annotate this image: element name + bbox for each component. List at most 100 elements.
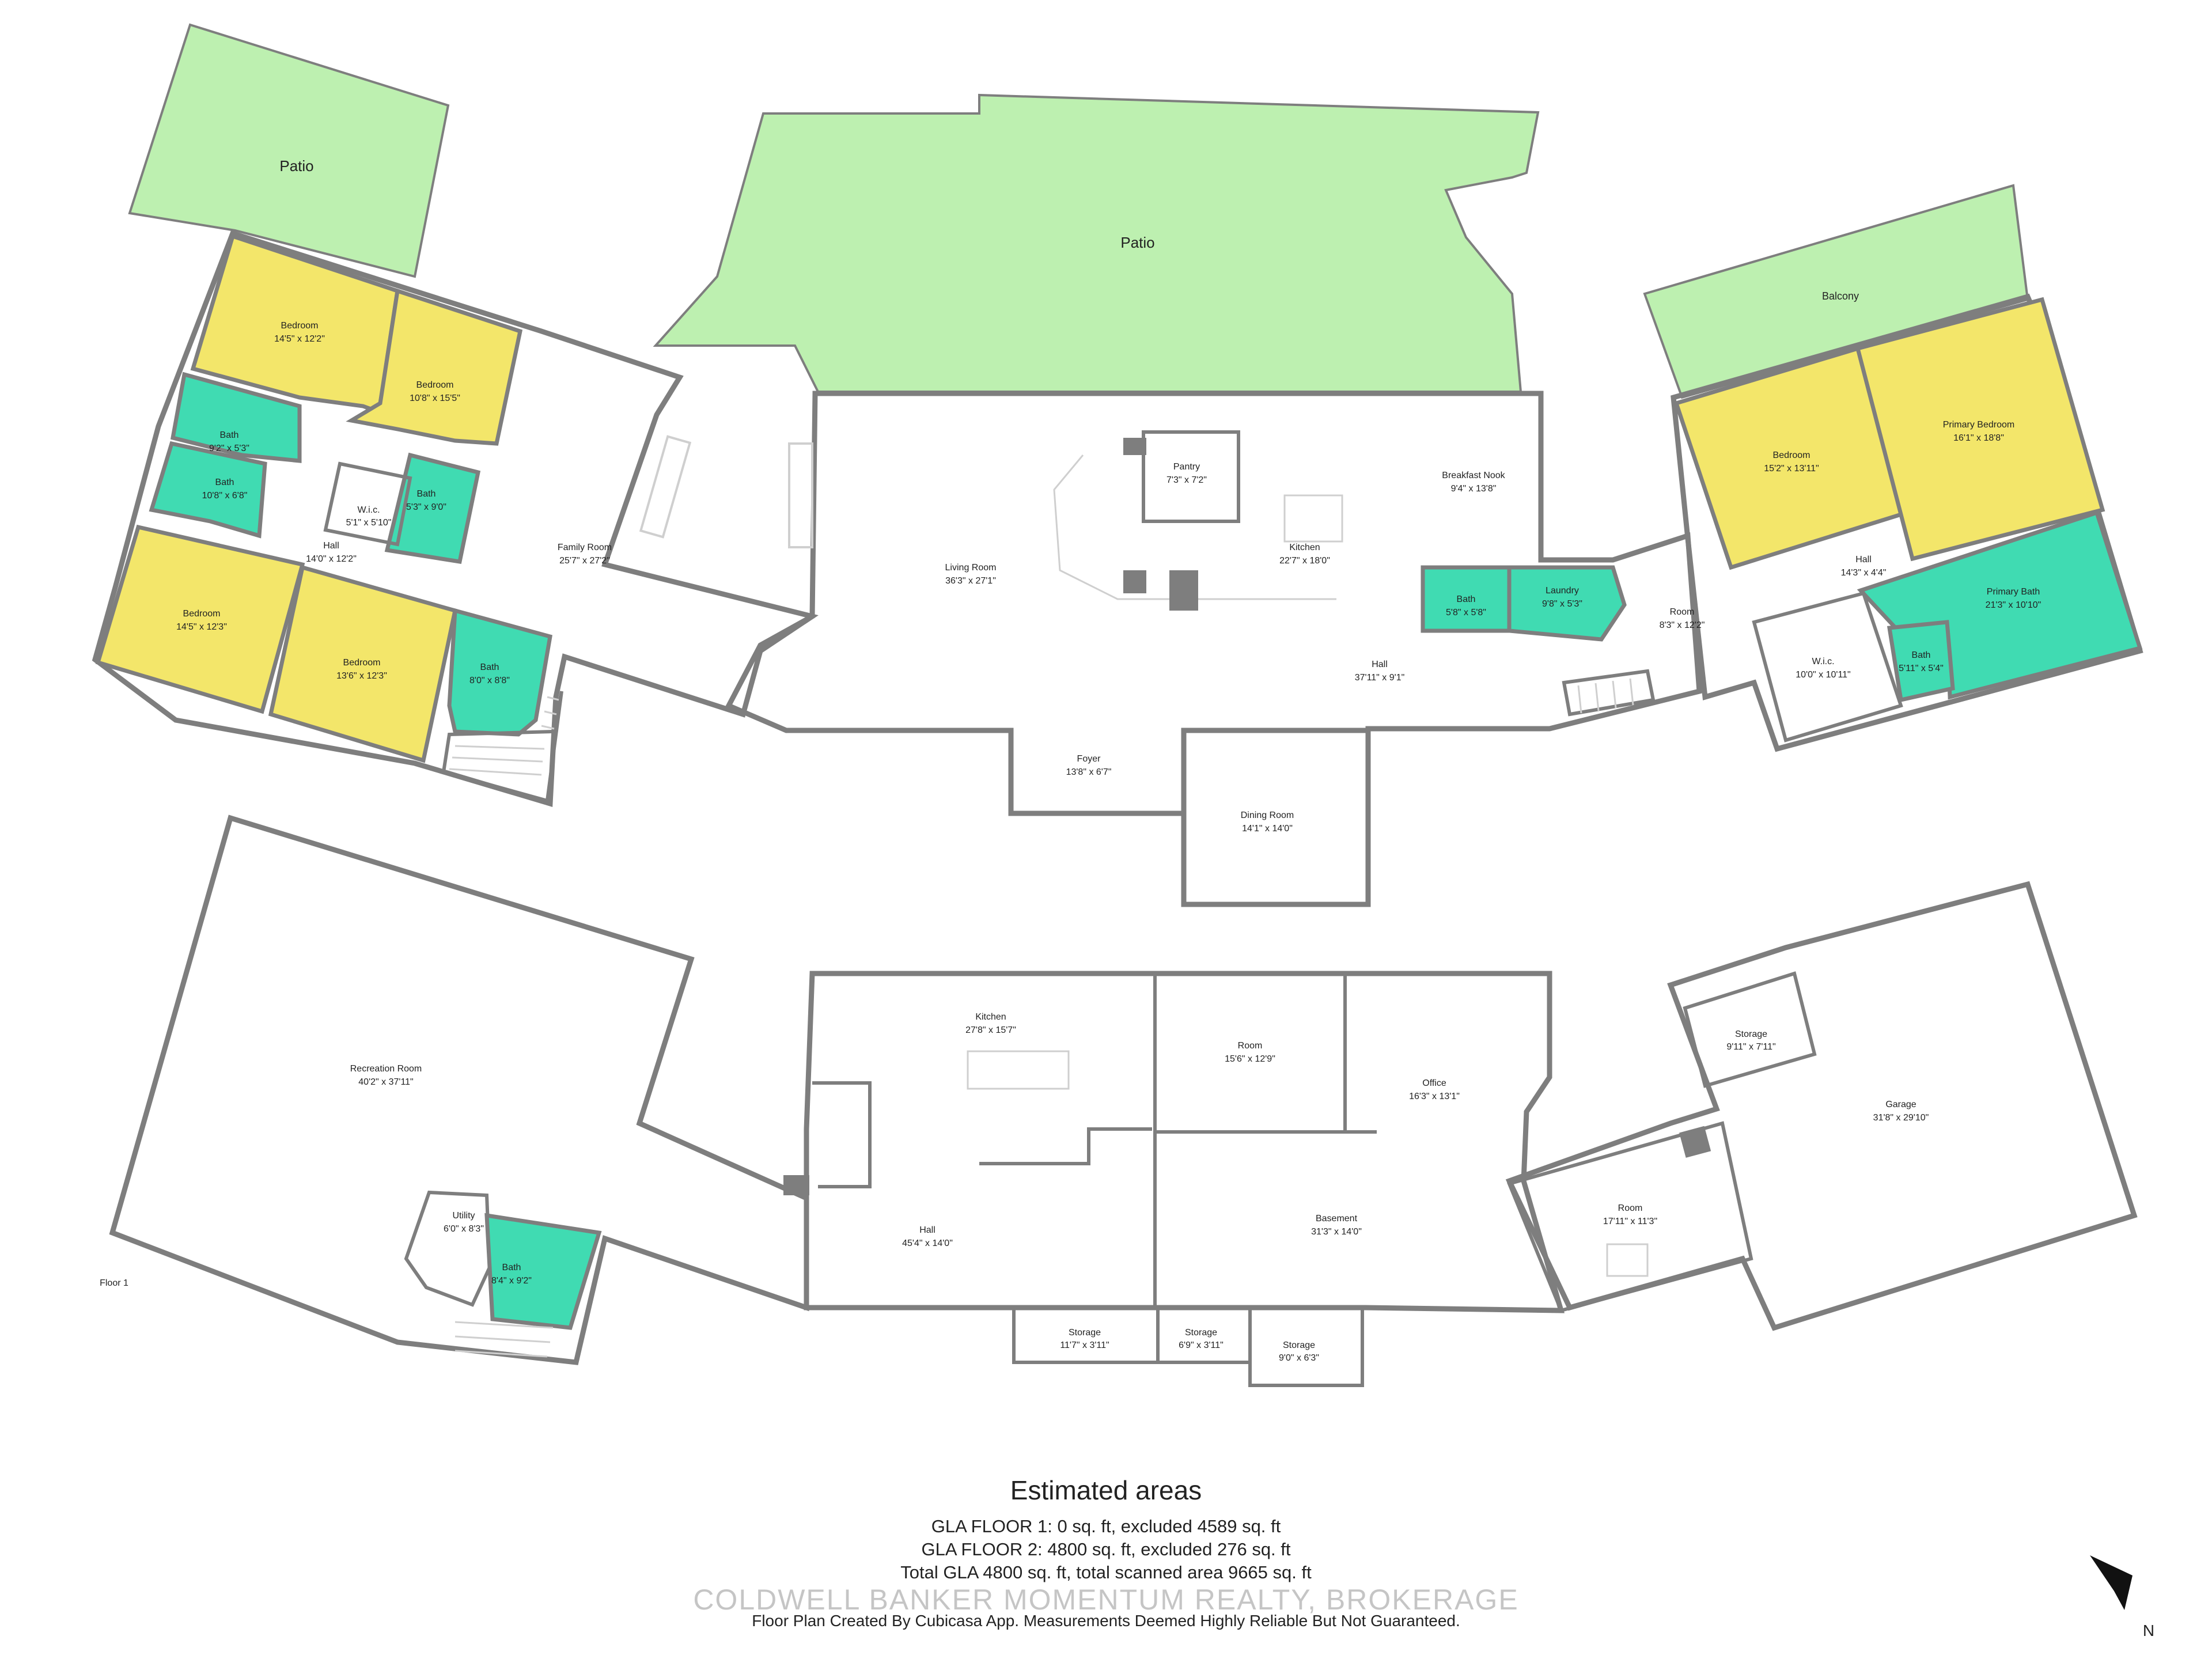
patio-center: [653, 93, 1540, 393]
kitchen-l-partition: [812, 1081, 872, 1188]
balcony-label: Balcony: [1822, 290, 1859, 302]
room-name: Office: [1422, 1078, 1446, 1088]
room-name: Breakfast Nook: [1442, 471, 1505, 480]
room-dims: 31'3" x 14'0": [1311, 1227, 1362, 1237]
room-dims: 6'9" x 3'11": [1179, 1340, 1224, 1350]
room-name: Hall: [1855, 555, 1872, 565]
room-dims: 16'1" x 18'8": [1953, 433, 2004, 443]
bath-l: [484, 1213, 602, 1330]
room-name: Bath: [502, 1263, 521, 1272]
room-name: Basement: [1316, 1214, 1358, 1224]
gla-floor1-text: GLA FLOOR 1: 0 sq. ft, excluded 4589 sq.…: [931, 1516, 1281, 1536]
storage-4: [1683, 971, 1817, 1088]
room-dims: 15'6" x 12'9": [1225, 1054, 1275, 1064]
room-dims: 8'3" x 12'2": [1660, 620, 1705, 630]
kitchen-l-counter: [979, 1127, 1152, 1165]
room-dims: 5'1" x 5'10": [346, 518, 392, 528]
room-name: Bath: [1912, 650, 1931, 660]
central-outline: [725, 391, 1702, 907]
fireplace-living: [788, 442, 813, 548]
room-name: Storage: [1069, 1328, 1101, 1338]
laundry: [1507, 565, 1627, 642]
room-name: Room: [1238, 1041, 1263, 1051]
room-dims: 5'11" x 5'4": [1899, 664, 1944, 673]
room-dims: 8'0" x 8'8": [469, 676, 510, 685]
room-dims: 27'8" x 15'7": [965, 1025, 1016, 1035]
kitchen-pillar-2: [1123, 570, 1146, 593]
room-name: Kitchen: [975, 1012, 1006, 1022]
room-dims: 16'3" x 13'1": [1409, 1092, 1460, 1101]
lower-pillar: [783, 1175, 809, 1195]
compass: N: [2090, 1555, 2154, 1639]
bath-w2: [149, 441, 267, 539]
room-dims: 21'3" x 10'10": [1986, 600, 2041, 610]
room-name: Hall: [1372, 660, 1388, 669]
room-name: Primary Bedroom: [1943, 420, 2014, 430]
room-dims: 7'3" x 7'2": [1166, 475, 1207, 485]
room-name: Hall: [323, 541, 339, 551]
room-name: Bedroom: [416, 380, 454, 390]
room-name: Storage: [1283, 1340, 1315, 1350]
room-name: Family Room: [558, 543, 612, 552]
estimated-areas-title: Estimated areas: [1010, 1475, 1202, 1505]
kitchen-pillar-3: [1169, 570, 1198, 611]
room-name: Bath: [220, 430, 239, 440]
west-wing-outline: [92, 230, 819, 807]
bedroom-sw2: [268, 565, 458, 763]
room-dims: 14'3" x 4'4": [1841, 568, 1887, 578]
room-dims: 31'8" x 29'10": [1873, 1113, 1929, 1123]
room-dims: 36'3" x 27'1": [945, 576, 996, 586]
room-l2-stairs: [1606, 1243, 1649, 1277]
east-lower-outline: [1505, 881, 2138, 1331]
room-dims: 9'11" x 7'11": [1726, 1042, 1775, 1052]
primary-bedroom: [1855, 297, 2105, 562]
patio-west-label: Patio: [279, 157, 313, 175]
room-dims: 15'2" x 13'11": [1764, 464, 1819, 474]
room-name: Dining Room: [1241, 810, 1294, 820]
room-dims: 14'1" x 14'0": [1242, 824, 1293, 834]
kitchen-l-island: [967, 1050, 1070, 1090]
kitchen-pillar-1: [1123, 438, 1146, 455]
central-lower-outline: [804, 971, 1565, 1313]
stairs-east: [1562, 669, 1656, 717]
room-name: Bath: [417, 489, 436, 499]
room-name: Storage: [1185, 1328, 1217, 1338]
room-dims: 22'7" x 18'0": [1279, 556, 1330, 566]
stairs-lower: [454, 1321, 554, 1358]
lower-floor: [109, 815, 2138, 1387]
upper-floor: [92, 23, 2143, 907]
gla-floor2-text: GLA FLOOR 2: 4800 sq. ft, excluded 276 s…: [921, 1539, 1291, 1559]
room-dims: 5'8" x 5'8": [1446, 608, 1486, 618]
north-arrow-icon: [2090, 1555, 2133, 1610]
room-dims: 10'0" x 10'11": [1796, 670, 1850, 680]
room-name: Hall: [919, 1225, 935, 1235]
room-dims: 6'0" x 8'3": [444, 1224, 484, 1234]
room-dims: 37'11" x 9'1": [1355, 673, 1405, 683]
bedroom-nw2: [346, 288, 523, 446]
credit-text: Floor Plan Created By Cubicasa App. Meas…: [752, 1612, 1460, 1630]
storage-3: [1248, 1306, 1364, 1387]
room-dims: 17'11" x 11'3": [1603, 1217, 1657, 1226]
wic-w: [323, 461, 412, 547]
bath-e: [1887, 620, 1955, 703]
bedroom-sw1: [95, 524, 305, 714]
room-name: Bath: [480, 662, 499, 672]
room-name: Kitchen: [1289, 543, 1320, 552]
room-dims: 25'7" x 27'2": [559, 556, 610, 566]
wic-e: [1752, 591, 1903, 743]
patio-center-label: Patio: [1120, 234, 1154, 251]
room-dims: 5'3" x 9'0": [406, 502, 446, 512]
dining-outline: [1181, 728, 1371, 907]
room-name: Room: [1670, 607, 1695, 617]
room-dims: 13'6" x 12'3": [336, 671, 387, 681]
patio-west: [128, 23, 450, 278]
room-name: Foyer: [1077, 754, 1101, 764]
room-dims: 13'8" x 6'7": [1066, 767, 1112, 777]
room-name: Primary Bath: [1987, 587, 2040, 597]
room-name: Bedroom: [183, 609, 221, 619]
room-dims: 9'2" x 5'3": [209, 444, 249, 453]
stairs-west: [441, 691, 563, 803]
room-name: Bath: [1457, 594, 1476, 604]
fireplace-family: [639, 435, 692, 539]
lower-pillar-east: [1679, 1126, 1711, 1158]
